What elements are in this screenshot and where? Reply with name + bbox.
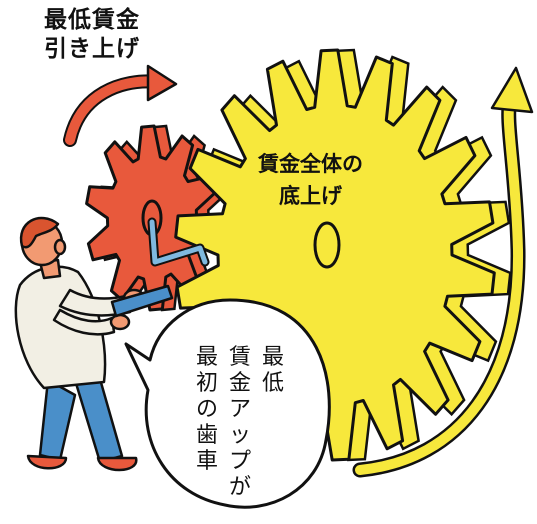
- bubble-text-column-1: 最低: [261, 345, 284, 396]
- bubble-text-column-2: 賃金アップが: [228, 345, 251, 500]
- yellow-curved-arrow-icon: [352, 66, 534, 478]
- red-curved-arrow-icon: [63, 64, 178, 147]
- big-gear-caption: 賃金全体の 底上げ: [258, 148, 363, 212]
- bubble-text-column-3: 最初の歯車: [195, 345, 218, 474]
- crank-handle-icon: [147, 217, 210, 267]
- person-illustration: [14, 216, 174, 472]
- speech-bubble: [124, 298, 331, 509]
- big-gear-hole: [313, 221, 341, 269]
- min-wage-raise-caption: 最低賃金 引き上げ: [44, 6, 140, 64]
- gear-caption-line-2: 底上げ: [279, 184, 342, 208]
- caption-line-1: 最低賃金: [44, 7, 140, 33]
- caption-line-2: 引き上げ: [44, 36, 140, 62]
- gear-caption-line-1: 賃金全体の: [258, 152, 363, 176]
